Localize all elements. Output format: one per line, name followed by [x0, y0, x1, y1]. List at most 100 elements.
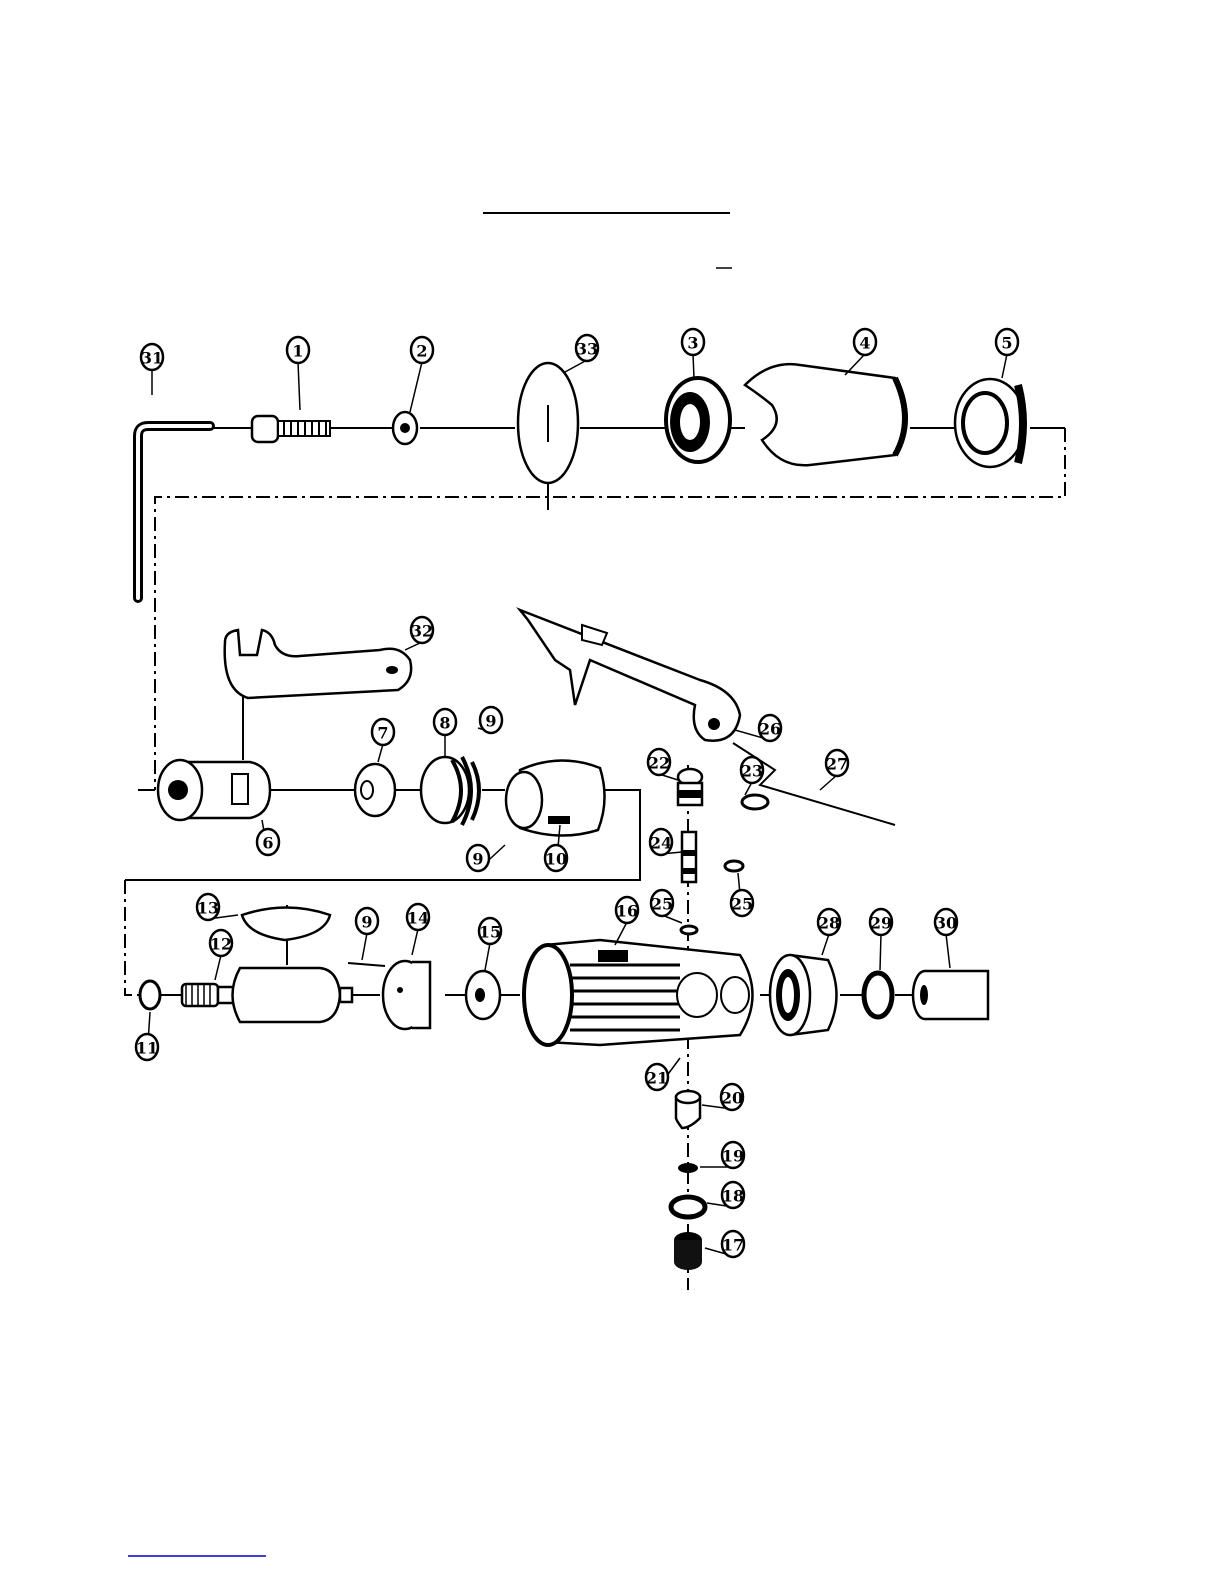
part-number: 6 — [262, 834, 273, 853]
part-number: 1 — [292, 342, 303, 361]
part-1-screw — [252, 416, 330, 442]
part-label-p16: 16 — [615, 897, 638, 945]
part-label-p17: 17 — [705, 1231, 744, 1257]
part-number: 32 — [411, 622, 433, 641]
part-number: 2 — [416, 342, 427, 361]
part-label-p5: 5 — [996, 329, 1018, 378]
part-leader-line — [298, 362, 300, 410]
part-label-p3: 3 — [682, 329, 704, 378]
part-number: 25 — [651, 895, 673, 914]
part-number: 31 — [141, 349, 163, 368]
part-label-p19: 19 — [700, 1142, 744, 1168]
part-number: 14 — [407, 909, 429, 928]
part-number: 22 — [648, 754, 670, 773]
part-label-p6: 6 — [257, 820, 279, 855]
part-label-p28: 28 — [818, 909, 840, 955]
part-13-vane — [242, 908, 330, 941]
part-number: 21 — [646, 1069, 668, 1088]
part-number: 33 — [576, 340, 598, 359]
part-leader-line — [215, 955, 221, 980]
part-22-valve-cap — [678, 769, 702, 805]
part-31-hex-key — [138, 426, 210, 598]
part-leader-line — [412, 929, 418, 955]
part-label-p29: 29 — [870, 909, 892, 970]
part-7-spacer — [355, 764, 395, 816]
part-number: 26 — [759, 720, 781, 739]
part-number: 23 — [741, 762, 763, 781]
part-label-p33: 33 — [565, 335, 598, 372]
part-leader-line — [946, 934, 950, 968]
part-number: 25 — [731, 895, 753, 914]
part-20-valve-seat — [676, 1091, 700, 1128]
part-11-ring — [140, 981, 160, 1009]
part-6-collet-nut — [158, 760, 270, 820]
part-label-p25b: 25 — [731, 873, 753, 916]
part-4-guard — [745, 364, 905, 465]
part-label-p24: 24 — [650, 829, 682, 855]
part-number: 18 — [722, 1187, 744, 1206]
part-label-p22: 22 — [648, 749, 678, 780]
part-number: 5 — [1001, 334, 1012, 353]
part-10-cylinder — [506, 760, 605, 835]
part-number: 4 — [859, 334, 870, 353]
part-number: 15 — [479, 923, 501, 942]
part-label-p31: 31 — [141, 344, 163, 395]
part-leader-line — [410, 362, 422, 412]
part-12-rotor — [182, 968, 352, 1022]
part-label-p27: 27 — [820, 750, 848, 790]
part-number: 9 — [472, 850, 483, 869]
part-label-p1: 1 — [287, 337, 309, 410]
part-number: 8 — [439, 714, 450, 733]
part-number: 19 — [722, 1147, 744, 1166]
part-5-nut — [955, 379, 1025, 467]
part-14-end-plate — [383, 961, 430, 1029]
part-number: 16 — [616, 902, 638, 921]
part-number: 9 — [485, 712, 496, 731]
part-leader-line — [822, 934, 829, 955]
part-label-p9a: 9 — [478, 707, 502, 733]
part-number: 7 — [377, 724, 388, 743]
part-number: 17 — [722, 1236, 744, 1255]
part-16-body — [524, 940, 753, 1045]
part-label-p11: 11 — [136, 1012, 158, 1060]
part-leader-line — [565, 360, 587, 372]
part-label-p9c: 9 — [356, 908, 378, 960]
part-number: 13 — [197, 899, 219, 918]
part-label-p13: 13 — [197, 894, 238, 920]
part-29-gasket — [864, 973, 892, 1017]
part-15-bearing — [466, 971, 500, 1019]
part-number: 10 — [545, 850, 567, 869]
part-label-p32: 32 — [405, 617, 433, 650]
part-label-p2: 2 — [410, 337, 433, 412]
part-number: 27 — [826, 755, 848, 774]
part-8-housing — [421, 757, 479, 825]
part-30-inlet — [913, 971, 988, 1019]
part-leader-line — [485, 943, 490, 970]
part-label-p4: 4 — [845, 329, 876, 375]
part-label-p14: 14 — [407, 904, 429, 955]
part-28-end-cap — [770, 955, 837, 1035]
part-label-p15: 15 — [479, 918, 501, 970]
part-number: 9 — [361, 913, 372, 932]
part-17-plug — [674, 1232, 702, 1270]
part-leader-line — [362, 933, 367, 960]
part-label-p9b: 9 — [467, 845, 505, 871]
part-label-p26: 26 — [735, 715, 781, 741]
part-leader-line — [378, 744, 383, 762]
part-number: 20 — [721, 1089, 743, 1108]
part-label-p18: 18 — [707, 1182, 744, 1208]
part-26-lever — [520, 610, 740, 741]
part-32-wrench — [225, 630, 411, 698]
part-leader-line — [693, 354, 694, 378]
part-18-washer — [671, 1197, 705, 1217]
part-3-bearing — [666, 378, 730, 462]
part-19-washer — [678, 1163, 698, 1173]
part-label-p30: 30 — [935, 909, 957, 968]
part-number: 24 — [650, 834, 672, 853]
part-leader-line — [1002, 354, 1007, 378]
part-label-p25a: 25 — [651, 890, 682, 923]
part-2-washer — [393, 412, 417, 444]
part-label-p21: 21 — [646, 1058, 680, 1090]
part-label-p23: 23 — [741, 757, 763, 795]
